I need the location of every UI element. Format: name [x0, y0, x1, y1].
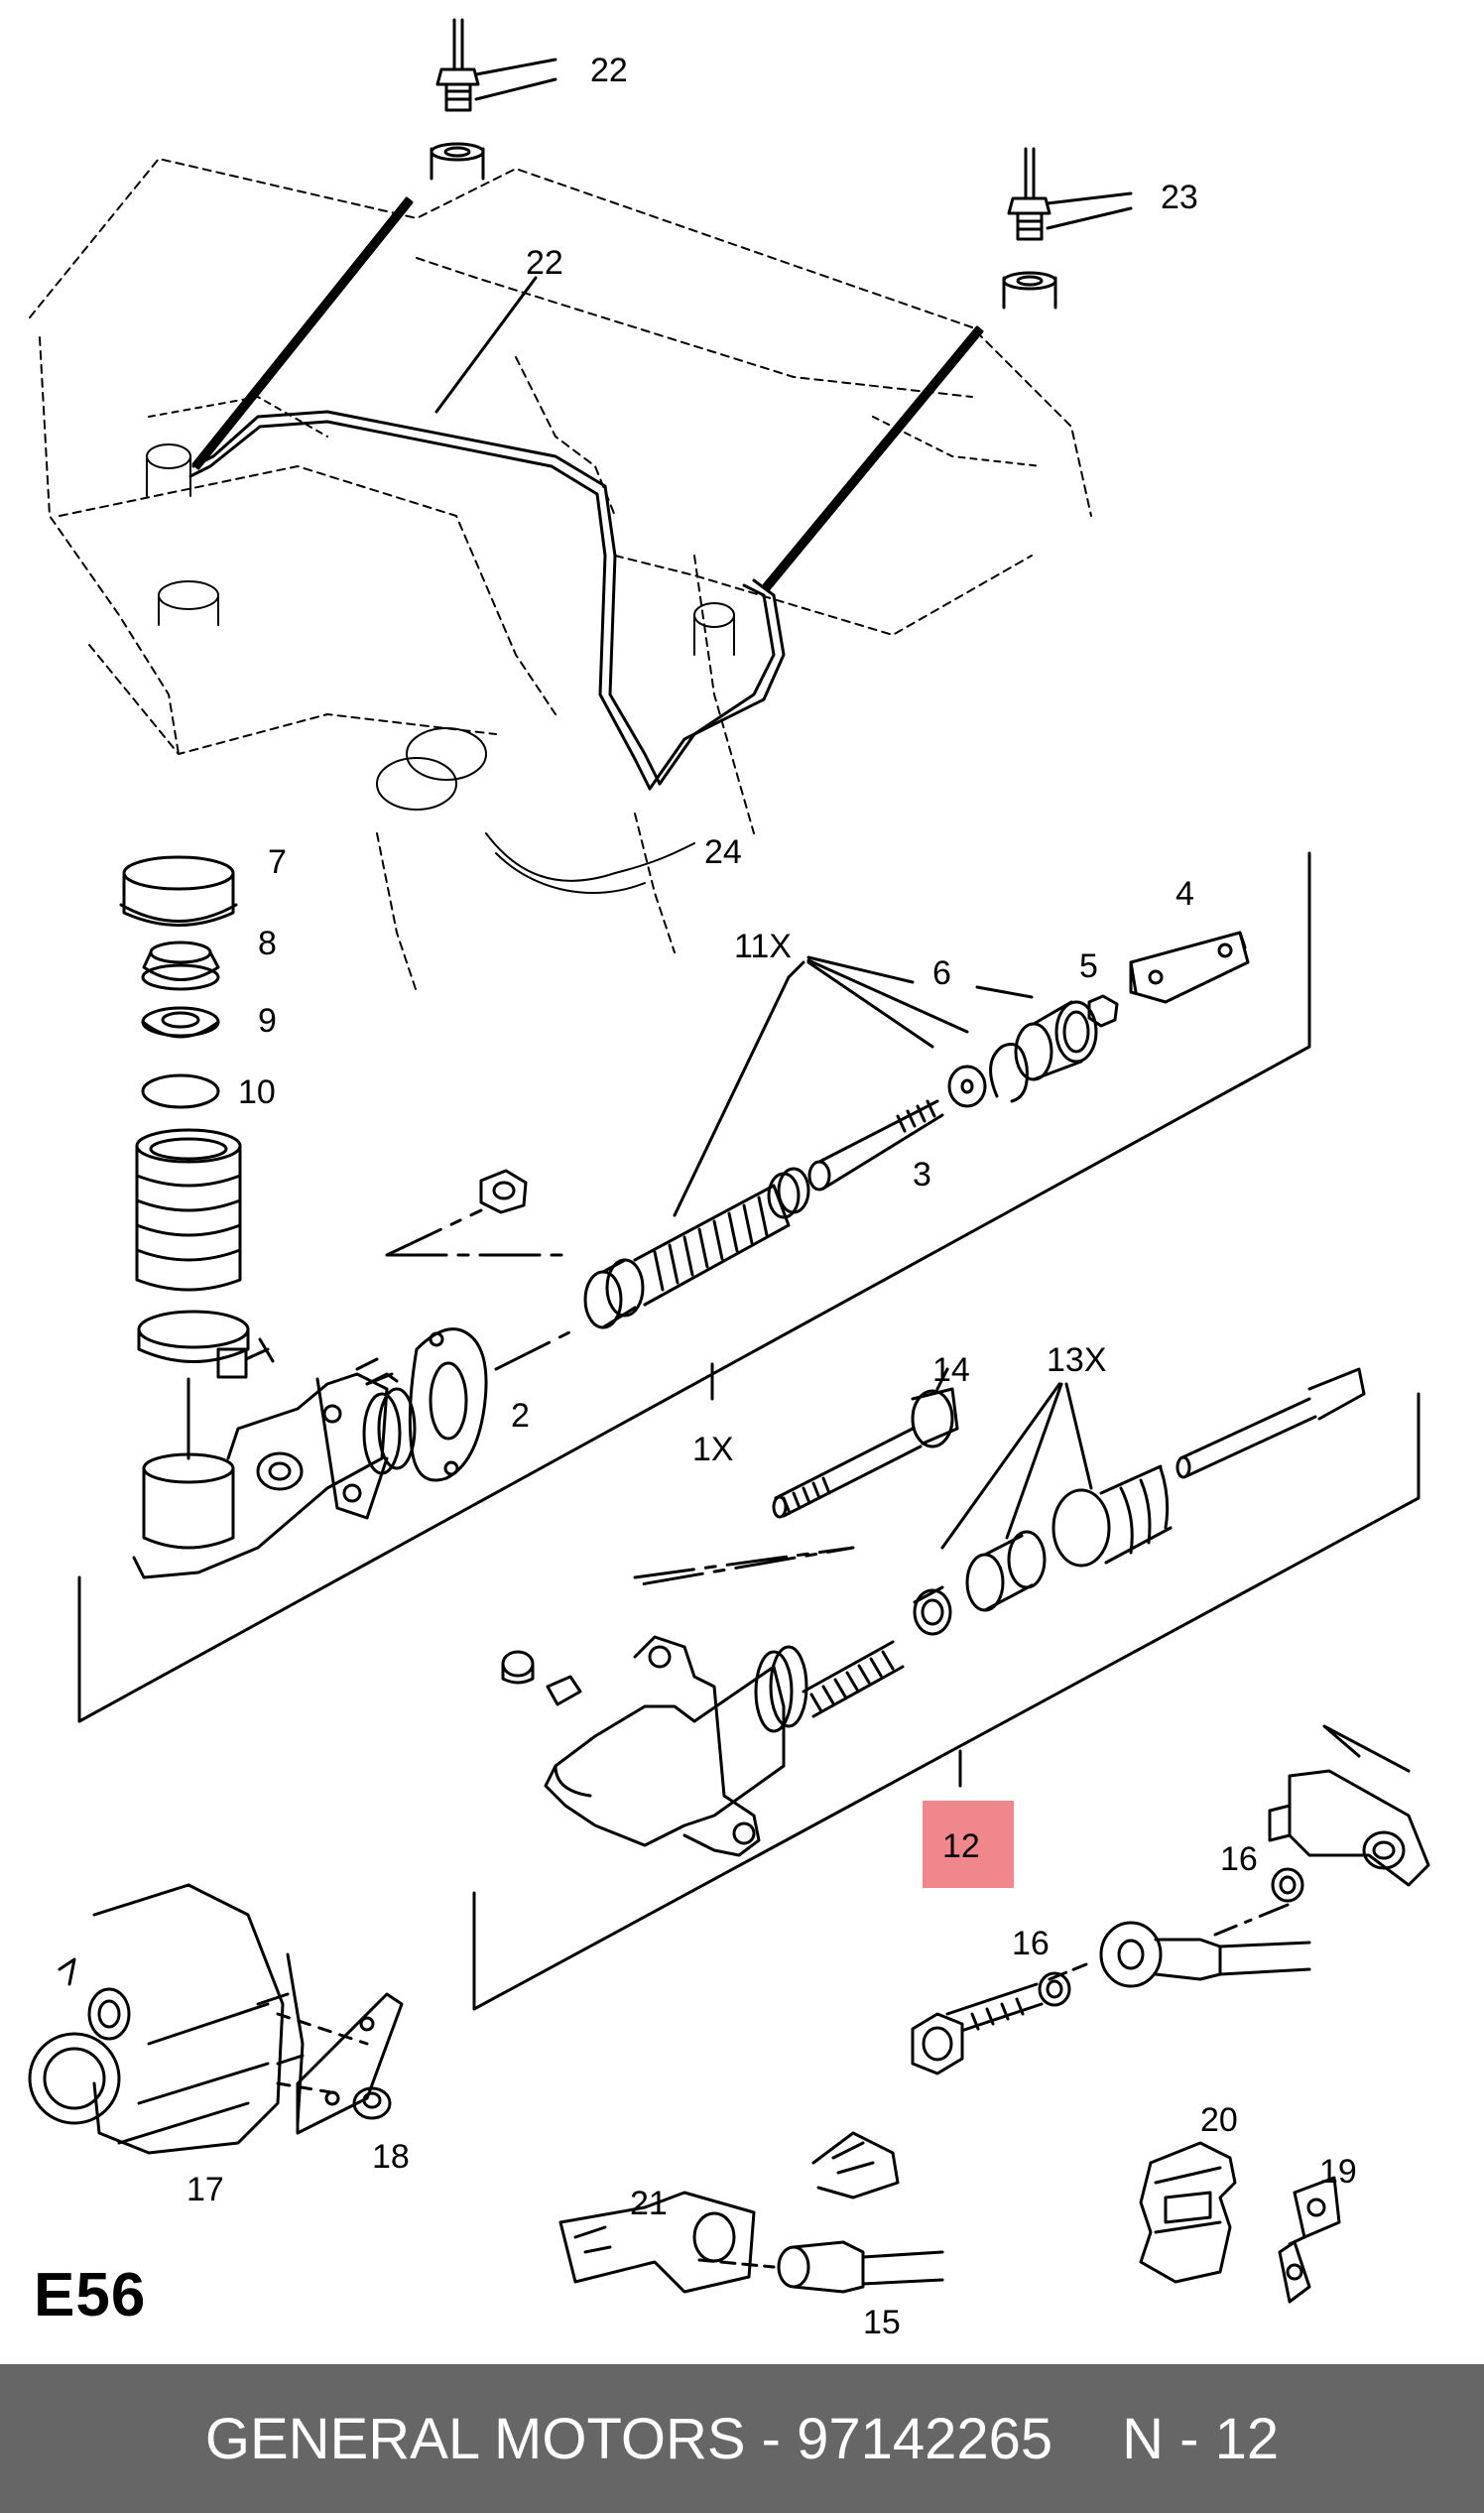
callout-9: 9: [258, 1002, 277, 1040]
pushrod-3: [807, 1099, 944, 1192]
banjo-fitting: [1099, 1921, 1311, 1988]
slave-cylinder: [544, 1635, 808, 1857]
leader-11x-c: [806, 958, 969, 1034]
assembly-axis-line: [494, 1327, 577, 1371]
hose-end-15: [777, 2240, 944, 2294]
nut-5: [1087, 994, 1119, 1028]
master-cylinder-bracket: [77, 851, 1311, 1723]
small-nut: [479, 1169, 528, 1214]
callout-22: 22: [526, 244, 563, 282]
brake-pipe-22: [188, 410, 786, 791]
leader-14: [935, 1367, 949, 1391]
bracket-housing: [1268, 1724, 1430, 1887]
callout-18: 18: [372, 2138, 410, 2176]
pipe-fitting-23: [1002, 147, 1133, 310]
callout-13x: 13X: [1047, 1341, 1107, 1379]
dust-boot: [1014, 1000, 1098, 1081]
washer: [947, 1065, 987, 1108]
clutch-housing-17: [28, 1883, 305, 2155]
callout-22-top: 22: [590, 52, 628, 89]
callout-24: 24: [704, 833, 742, 871]
washer-16a: [1271, 1867, 1304, 1903]
nut-18: [352, 2086, 392, 2120]
callout-12: 12: [942, 1827, 980, 1865]
callout-23: 23: [1161, 179, 1198, 216]
highlight-box: [923, 1801, 1014, 1888]
boot-13x: [1051, 1464, 1173, 1568]
assembly-axis-line-3: [633, 1546, 855, 1587]
leader-22: [434, 276, 538, 414]
callout-2: 2: [511, 1397, 530, 1435]
slave-cylinder-bracket: [472, 1392, 1421, 2011]
mounting-plate: [276, 1992, 404, 2135]
footer-page-ref: N - 12: [1122, 2406, 1280, 2471]
callout-10: 10: [238, 1073, 276, 1111]
callout-16-lower: 16: [1012, 1925, 1050, 1962]
ring-10: [141, 1073, 220, 1109]
footer-brand: GENERAL MOTORS: [204, 2406, 746, 2471]
callout-4: 4: [1175, 875, 1194, 913]
hose-clamp: [137, 1310, 275, 1379]
leader-11x-d: [806, 955, 915, 984]
callout-15: 15: [863, 2304, 901, 2341]
leader-13x-c: [1064, 1382, 1093, 1490]
footer-bar: GENERAL MOTORS - 97142265 N - 12: [0, 2364, 1484, 2513]
diaphragm-8: [141, 941, 220, 991]
leader-6: [975, 985, 1034, 999]
seal-9: [141, 1006, 220, 1039]
callout-11x: 11X: [734, 928, 792, 965]
callout-7: 7: [268, 843, 287, 881]
leader-13x-a: [940, 1382, 1061, 1550]
callout-1x: 1X: [692, 1431, 734, 1468]
return-spring: [802, 1640, 905, 1718]
exploded-parts-diagram: 22 23 22 24 7 8 9 10 4 11X 6 5 3 2 1X 14…: [28, 18, 1430, 2341]
callout-19: 19: [1319, 2153, 1357, 2191]
callout-14: 14: [932, 1351, 970, 1389]
footer-part-number: 97142265: [797, 2406, 1053, 2471]
piston-13x: [965, 1530, 1047, 1612]
seal-13x: [913, 1585, 952, 1636]
callout-20: 20: [1200, 2101, 1238, 2139]
callout-16-upper: 16: [1220, 1840, 1258, 1878]
washer-16b: [1038, 1971, 1071, 2007]
leader-11x-a: [673, 960, 805, 1217]
leader-13x-b: [1005, 1382, 1063, 1540]
bolt-14: [772, 1387, 959, 1519]
banjo-bolt: [911, 1982, 1044, 2075]
callout-8: 8: [258, 925, 277, 962]
master-cylinder: [132, 1357, 417, 1579]
callout-6: 6: [932, 954, 951, 992]
reservoir-cap-7: [119, 855, 238, 927]
gasket-2: [408, 1327, 488, 1482]
pipe-fitting-22: [430, 18, 557, 181]
snap-ring-6: [989, 1043, 1029, 1103]
assembly-axis-line-2: [385, 1208, 567, 1257]
callout-21: 21: [630, 2185, 668, 2222]
bleeder-screw: [501, 1650, 582, 1706]
reservoir-body: [135, 1128, 242, 1292]
diagram-code: E56: [34, 2261, 147, 2329]
callout-5: 5: [1079, 947, 1098, 985]
clip-20: [1139, 2141, 1237, 2284]
engine-bay-illustration: [29, 158, 1092, 993]
leader-11x-b: [806, 960, 934, 1049]
piston-assembly-11x: [583, 1167, 810, 1329]
callout-3: 3: [913, 1156, 931, 1194]
callout-17: 17: [186, 2171, 224, 2208]
hose-clip: [811, 2131, 900, 2199]
pushrod-slave: [1175, 1367, 1366, 1479]
clip-19: [1278, 2176, 1341, 2304]
clevis-4: [1129, 931, 1250, 1004]
footer-dash: -: [761, 2406, 781, 2471]
